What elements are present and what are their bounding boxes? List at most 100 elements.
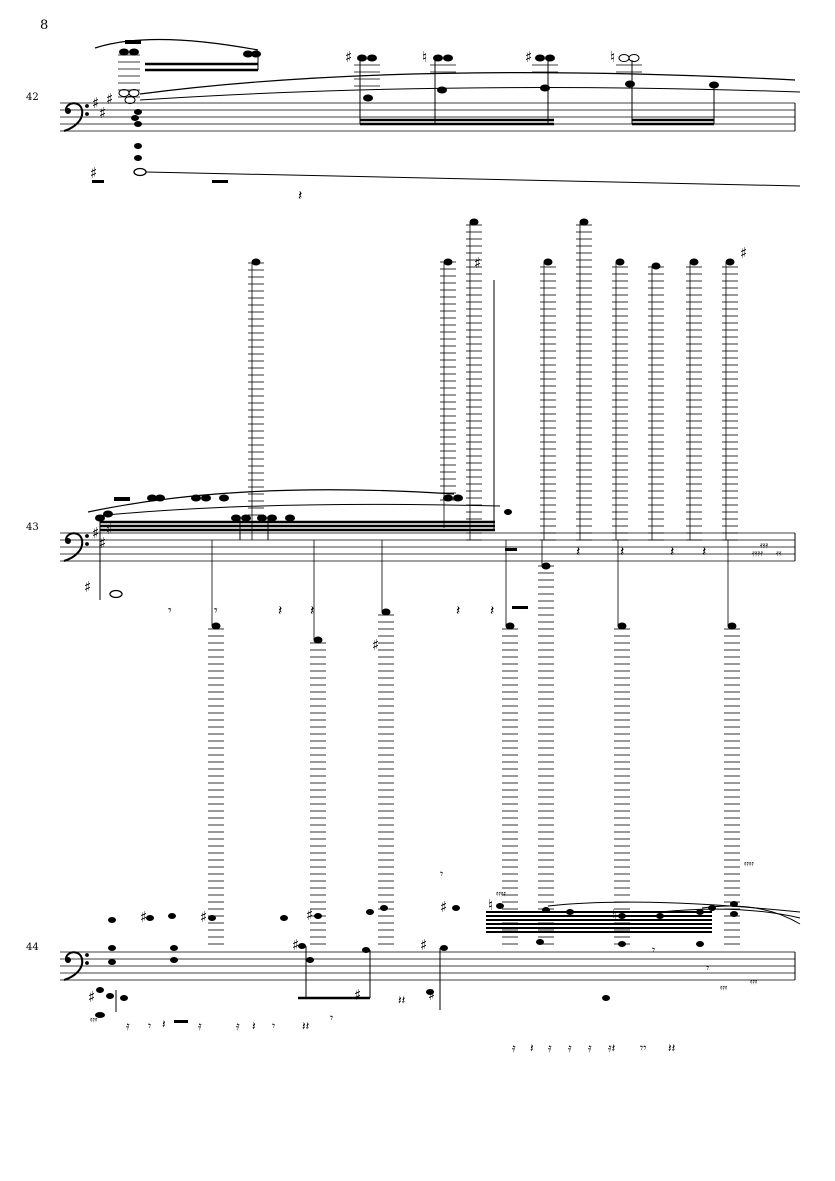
notehead bbox=[381, 608, 391, 616]
svg-text:♯: ♯ bbox=[740, 244, 747, 262]
notehead bbox=[651, 262, 661, 270]
svg-text:𝄽𝄽: 𝄽𝄽 bbox=[668, 1041, 676, 1055]
svg-text:𝄾: 𝄾 bbox=[168, 603, 172, 619]
svg-text:♯: ♯ bbox=[99, 534, 106, 552]
svg-text:𝄿𝄿𝄿: 𝄿𝄿𝄿 bbox=[90, 1015, 98, 1024]
bass-clef-icon bbox=[63, 102, 89, 132]
tie bbox=[659, 908, 801, 919]
page-number: 8 bbox=[40, 18, 49, 33]
noteheads bbox=[243, 50, 719, 102]
svg-text:𝄽: 𝄽 bbox=[620, 544, 624, 560]
svg-text:𝄾𝄾: 𝄾𝄾 bbox=[640, 1041, 646, 1055]
svg-text:𝄿𝄿𝄿𝄿: 𝄿𝄿𝄿𝄿 bbox=[744, 859, 754, 868]
svg-text:𝄿𝄿𝄿: 𝄿𝄿𝄿 bbox=[720, 983, 728, 992]
noteheads bbox=[118, 48, 142, 161]
svg-text:𝄽𝄽: 𝄽𝄽 bbox=[302, 1019, 310, 1033]
notehead bbox=[505, 622, 515, 630]
svg-text:𝄽: 𝄽 bbox=[576, 544, 580, 560]
svg-text:𝄽: 𝄽 bbox=[490, 603, 494, 619]
svg-text:♯: ♯ bbox=[90, 164, 97, 182]
svg-text:𝄾: 𝄾 bbox=[330, 1011, 333, 1025]
svg-text:♯: ♯ bbox=[354, 986, 361, 1004]
small-rests: 𝄿𝄿𝄿𝄿𝄿𝄿𝄿𝄿𝄿 bbox=[752, 541, 782, 559]
noteheads bbox=[95, 901, 738, 1018]
notehead bbox=[579, 218, 589, 226]
svg-text:𝄿𝄿𝄿𝄿: 𝄿𝄿𝄿𝄿 bbox=[496, 889, 506, 898]
staff-lines bbox=[60, 532, 795, 562]
rests: 𝄽𝄽 𝄽𝄽 𝄾𝄾 𝄽𝄽 𝄽𝄽 bbox=[168, 544, 706, 619]
svg-text:𝄽: 𝄽 bbox=[530, 1041, 534, 1055]
svg-text:♯: ♯ bbox=[88, 988, 95, 1006]
svg-text:𝄽: 𝄽 bbox=[702, 544, 706, 560]
svg-text:𝄾: 𝄾 bbox=[272, 1019, 275, 1033]
tie bbox=[145, 171, 801, 187]
svg-text:𝄾: 𝄾 bbox=[652, 943, 655, 957]
accidental-icons: ♯ ♯ ♯ bbox=[84, 244, 747, 596]
notehead bbox=[689, 258, 699, 266]
svg-text:♯: ♯ bbox=[306, 906, 313, 924]
svg-text:𝄽: 𝄽 bbox=[298, 188, 302, 204]
notehead bbox=[211, 622, 221, 630]
svg-text:𝄿: 𝄿 bbox=[568, 1041, 572, 1055]
notehead bbox=[725, 258, 735, 266]
notehead bbox=[541, 562, 551, 570]
bass-clef-icon bbox=[63, 951, 89, 981]
svg-text:𝄿𝄿𝄿: 𝄿𝄿𝄿 bbox=[750, 977, 758, 986]
stems bbox=[99, 280, 495, 600]
noteheads bbox=[95, 494, 512, 599]
bass-clef-icon bbox=[63, 532, 89, 562]
tie bbox=[547, 901, 801, 913]
svg-text:𝄾: 𝄾 bbox=[440, 867, 443, 881]
ledger-line-stacks bbox=[208, 540, 740, 945]
small-rests: 𝄿𝄿𝄿𝄿 𝄿𝄿𝄿𝄿 𝄿𝄿𝄿 𝄿𝄿𝄿 𝄿𝄿𝄿 bbox=[90, 859, 758, 1024]
key-signature-icon: ♯♯♯ bbox=[92, 90, 113, 122]
staff-system-1: ♯ ♯ ♯ bbox=[60, 38, 801, 204]
accidental-icons: ♯♯ ♯♯ ♯♯ ♯♯ ♯♯ ♮♮ bbox=[88, 636, 617, 1006]
tie bbox=[95, 503, 501, 517]
svg-text:♯: ♯ bbox=[345, 48, 352, 66]
svg-text:𝄾: 𝄾 bbox=[148, 1019, 151, 1033]
tie bbox=[139, 72, 796, 95]
stems bbox=[115, 946, 441, 1012]
measure-number-43: 43 bbox=[26, 522, 39, 533]
svg-text:𝄿: 𝄿 bbox=[588, 1041, 592, 1055]
notehead bbox=[543, 258, 553, 266]
slur bbox=[87, 489, 455, 513]
svg-text:♯: ♯ bbox=[84, 578, 91, 596]
svg-text:𝄽𝄽: 𝄽𝄽 bbox=[398, 993, 406, 1007]
svg-text:𝄿: 𝄿 bbox=[236, 1019, 240, 1033]
notehead bbox=[251, 258, 261, 266]
svg-text:𝄿𝄽: 𝄿𝄽 bbox=[608, 1041, 616, 1055]
notehead bbox=[615, 258, 625, 266]
ledger-line-stacks bbox=[248, 218, 738, 541]
svg-text:♯: ♯ bbox=[106, 90, 113, 108]
measure-number-44: 44 bbox=[26, 942, 39, 953]
notehead bbox=[313, 636, 323, 644]
whole-rest-icon bbox=[125, 40, 141, 44]
staff-system-3: ♯♯ ♯♯ ♯♯ ♯♯ ♯♯ ♮♮ 𝄿𝄾 𝄽 𝄿𝄿 𝄽𝄾 𝄽𝄽𝄾 𝄽𝄽 𝄿𝄽 𝄿… bbox=[60, 540, 801, 1055]
notehead bbox=[727, 622, 737, 630]
slur bbox=[94, 38, 259, 51]
svg-text:𝄾: 𝄾 bbox=[214, 603, 218, 619]
svg-text:♯: ♯ bbox=[525, 48, 532, 66]
svg-text:♯: ♯ bbox=[292, 936, 299, 954]
svg-text:𝄽: 𝄽 bbox=[162, 1017, 166, 1031]
svg-text:𝄿𝄿: 𝄿𝄿 bbox=[776, 549, 782, 559]
notehead bbox=[469, 218, 479, 226]
svg-text:♯: ♯ bbox=[428, 986, 435, 1004]
svg-text:♯: ♯ bbox=[92, 94, 99, 112]
notehead bbox=[443, 258, 453, 266]
beams bbox=[145, 62, 714, 126]
tie bbox=[139, 87, 801, 101]
whole-rest-icon bbox=[114, 497, 130, 501]
svg-text:♯: ♯ bbox=[420, 936, 427, 954]
lower-voice: ♯ 𝄽 bbox=[90, 164, 302, 204]
staff-lines bbox=[60, 951, 795, 981]
svg-text:𝄽: 𝄽 bbox=[456, 603, 460, 619]
svg-text:𝄿: 𝄿 bbox=[126, 1019, 130, 1033]
tie bbox=[701, 905, 801, 925]
svg-text:𝄽: 𝄽 bbox=[252, 1019, 256, 1033]
svg-text:♯: ♯ bbox=[440, 898, 447, 916]
beams bbox=[100, 520, 495, 532]
